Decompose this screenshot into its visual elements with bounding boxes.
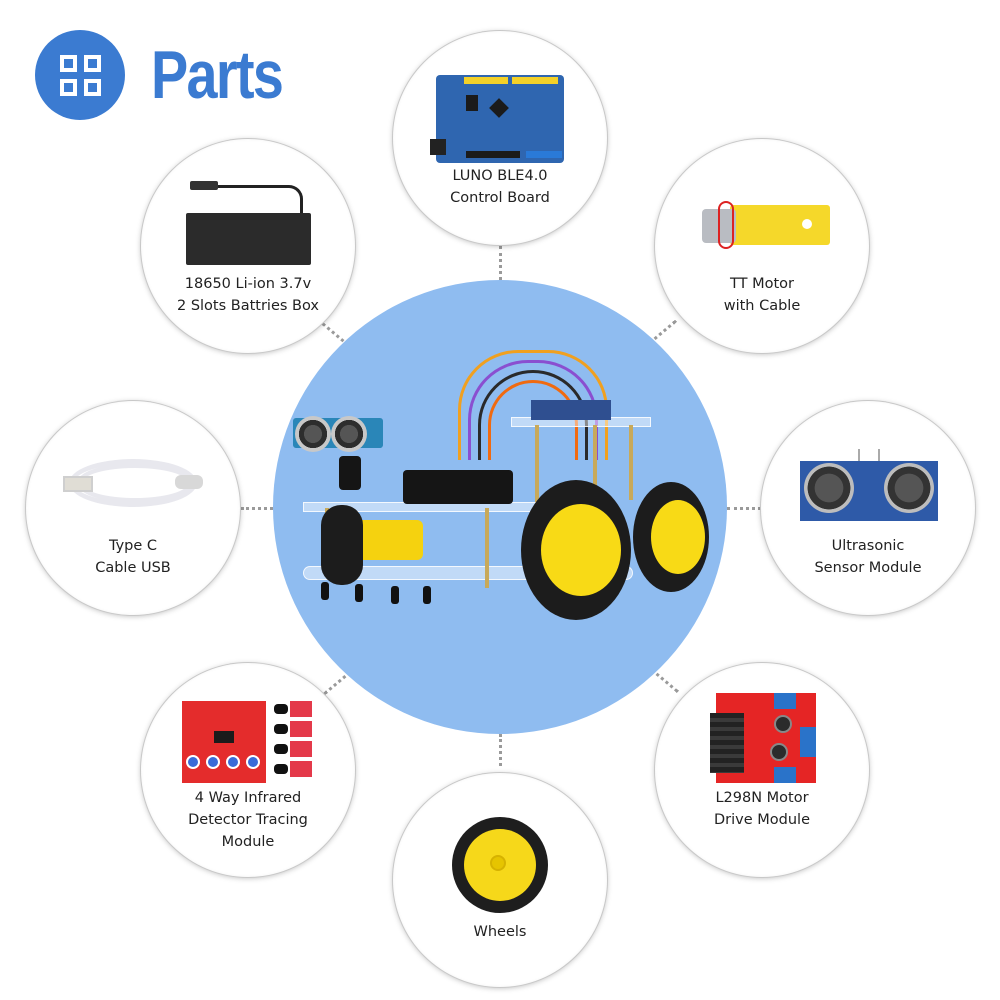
wheel-image	[430, 811, 570, 913]
part-label: 4 Way Infrared Detector Tracing Module	[188, 790, 308, 850]
part-label: Type C Cable USB	[95, 538, 171, 576]
part-label: TT Motor with Cable	[723, 276, 801, 314]
usb-cable-image	[63, 441, 203, 527]
battery-box-image	[178, 179, 318, 265]
part-label: 18650 Li-ion 3.7v 2 Slots Battries Box	[176, 276, 320, 314]
ultrasonic-sensor-image	[798, 441, 938, 527]
part-label: Ultrasonic Sensor Module	[814, 538, 922, 576]
part-tt-motor: TT Motor with Cable	[655, 139, 869, 353]
connector-left	[241, 507, 273, 510]
part-label: Wheels	[473, 924, 527, 940]
connector-right	[727, 507, 761, 510]
luno-ble-control-board-image	[430, 71, 570, 163]
part-label: L298N Motor Drive Module	[714, 790, 810, 828]
part-ir-tracking-module: 4 Way Infrared Detector Tracing Module	[141, 663, 355, 877]
ir-tracking-module-image	[178, 693, 318, 783]
part-ultrasonic-sensor: Ultrasonic Sensor Module	[761, 401, 975, 615]
page-header: Parts	[35, 30, 311, 120]
part-control-board: LUNO BLE4.0 Control Board	[393, 31, 607, 245]
robot-car-illustration	[273, 280, 727, 734]
connector-top	[499, 246, 502, 280]
tt-motor-image	[692, 179, 832, 265]
part-label: LUNO BLE4.0 Control Board	[450, 168, 550, 206]
hub-robot-car-image	[273, 280, 727, 734]
part-wheels: Wheels	[393, 773, 607, 987]
page-title: Parts	[151, 37, 284, 113]
connector-bottom	[499, 734, 502, 766]
part-l298n-driver: L298N Motor Drive Module	[655, 663, 869, 877]
part-usb-cable: Type C Cable USB	[26, 401, 240, 615]
part-battery-box: 18650 Li-ion 3.7v 2 Slots Battries Box	[141, 139, 355, 353]
l298n-driver-image	[692, 693, 832, 783]
grid-four-squares-icon	[35, 30, 125, 120]
